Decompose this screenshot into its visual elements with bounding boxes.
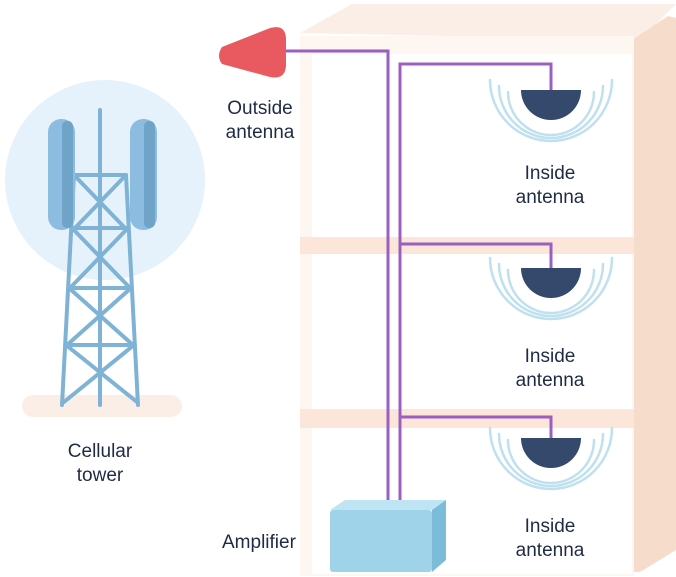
inside-antenna-label-3-line-1: Inside <box>524 516 576 537</box>
cellular-tower <box>5 80 205 417</box>
amplifier-top <box>330 500 446 510</box>
inside-antenna-label-3-line-2: antenna <box>515 540 585 561</box>
tower-left-panel-shade <box>62 121 73 228</box>
cable-branch-antenna-2 <box>400 242 553 268</box>
tower-right-panel-shade <box>144 121 155 228</box>
cellular-tower-label-line-1: Cellular <box>67 441 133 462</box>
inside-antenna-label-1: Inside antenna <box>490 162 610 210</box>
inside-antenna-dome-3 <box>521 438 581 468</box>
cellular-tower-label-line-2: tower <box>76 465 124 486</box>
inside-antenna-label-1-line-2: antenna <box>515 187 585 208</box>
tower-lattice <box>60 108 140 407</box>
outside-antenna-label: Outside antenna <box>205 97 315 145</box>
signal-waves-3 <box>488 426 614 491</box>
amplifier-front <box>330 510 432 572</box>
inside-antenna-label-3: Inside antenna <box>490 515 610 563</box>
inside-antenna-label-2-line-1: Inside <box>524 346 576 367</box>
cable-outside-to-amplifier <box>286 49 390 503</box>
cables <box>286 49 553 503</box>
building <box>300 4 676 576</box>
outside-antenna-label-line-1: Outside <box>227 98 293 119</box>
amplifier-label: Amplifier <box>222 532 296 553</box>
inside-antenna-1 <box>488 78 614 143</box>
amplifier-box <box>330 500 446 572</box>
interior-panel-top <box>312 54 632 237</box>
amplifier-side <box>432 500 446 572</box>
inside-antenna-dome-2 <box>521 268 581 298</box>
cellular-tower-label: Cellular tower <box>40 440 160 488</box>
cable-amplifier-to-antenna-1 <box>398 62 553 503</box>
inside-antenna-label-2: Inside antenna <box>490 345 610 393</box>
building-side-wall <box>632 16 676 572</box>
building-roof <box>300 4 676 40</box>
inside-antenna-2 <box>488 256 614 321</box>
interior-panel-middle <box>312 254 632 409</box>
inside-antenna-label-1-line-1: Inside <box>524 163 576 184</box>
cable-branch-antenna-3 <box>400 415 553 438</box>
signal-waves-1 <box>488 78 614 143</box>
signal-waves-2 <box>488 256 614 321</box>
inside-antenna-dome-1 <box>521 90 581 120</box>
outside-antenna-label-line-2: antenna <box>225 122 295 143</box>
inside-antenna-3 <box>488 426 614 491</box>
inside-antenna-label-2-line-2: antenna <box>515 370 585 391</box>
outside-antenna <box>219 27 286 78</box>
